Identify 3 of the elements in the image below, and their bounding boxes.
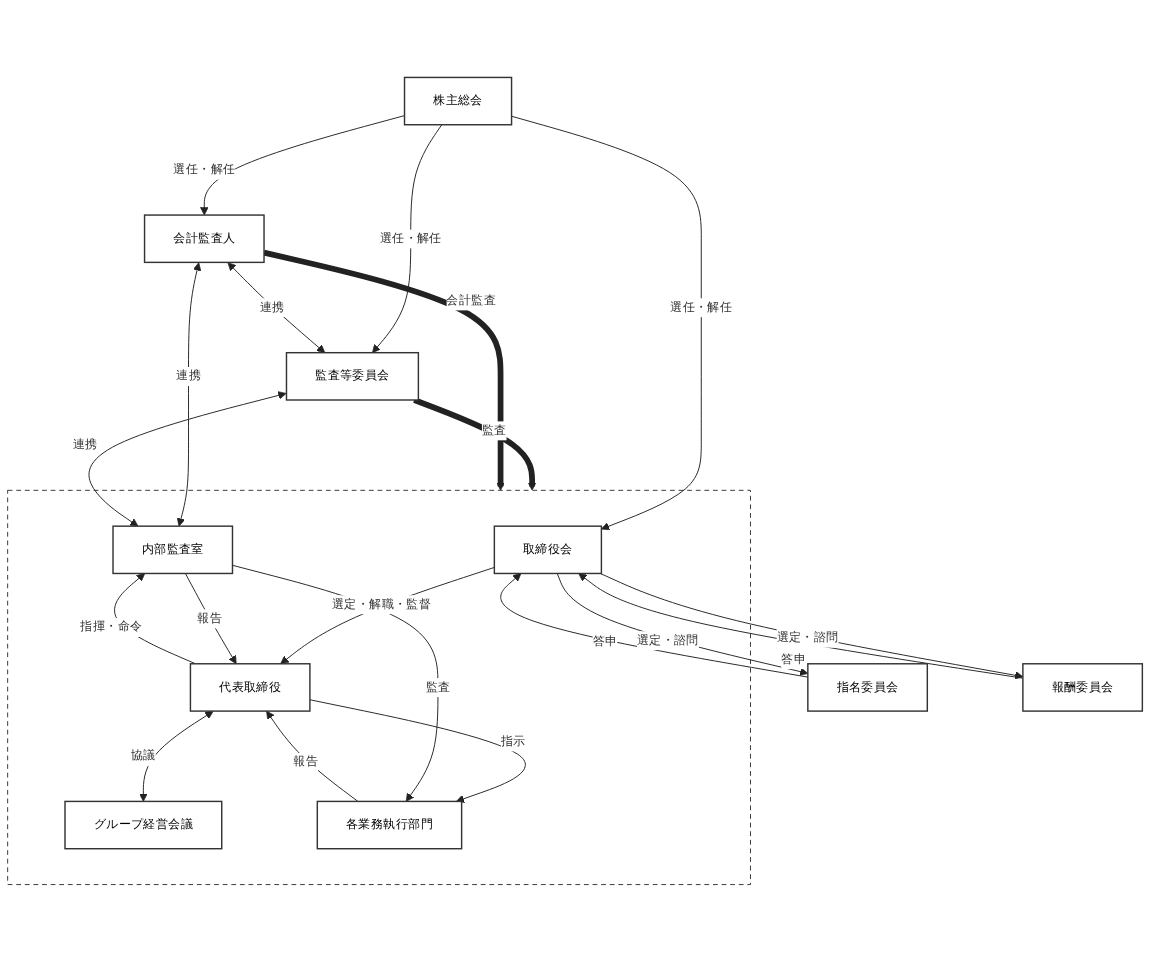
arrow xyxy=(263,249,505,491)
cluster xyxy=(7,489,751,886)
arrow xyxy=(413,397,537,491)
